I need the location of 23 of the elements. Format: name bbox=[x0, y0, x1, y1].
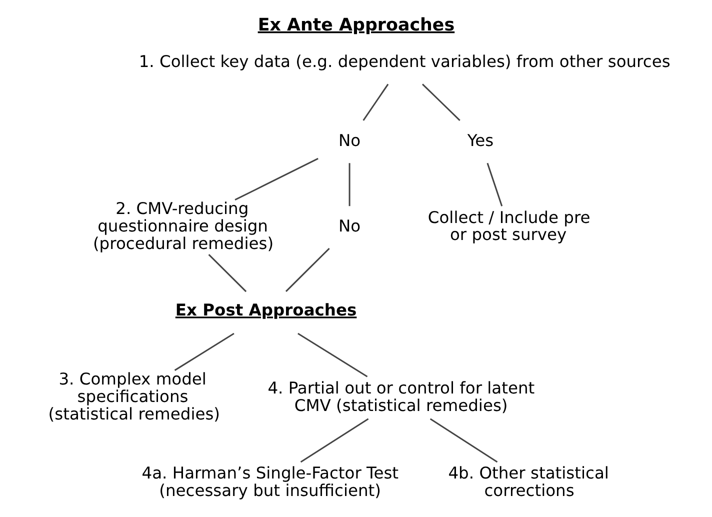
node-text: 3. Complex model specifications (statistical remedies) bbox=[48, 370, 220, 424]
node-text: 2. CMV-reducing questionnaire design (procedural remedies) bbox=[92, 199, 274, 253]
connector bbox=[422, 84, 460, 121]
connector bbox=[429, 418, 498, 463]
connector bbox=[234, 158, 318, 201]
connector bbox=[284, 248, 330, 292]
node-text: 1. Collect key data (e.g. dependent variables) from other sources bbox=[138, 52, 670, 72]
connector bbox=[486, 162, 502, 206]
node-text: 4a. Harman’s Single-Factor Test (necessary but insufficient) bbox=[141, 464, 398, 500]
connector bbox=[208, 254, 246, 292]
connector bbox=[174, 332, 234, 371]
node-text: Yes bbox=[466, 131, 494, 150]
connector bbox=[348, 163, 350, 206]
connector bbox=[297, 332, 368, 378]
node-text: Ex Post Approaches bbox=[174, 300, 356, 320]
diagram-title: Ex Ante Approaches bbox=[257, 15, 454, 36]
connector bbox=[300, 418, 368, 463]
node-text: No bbox=[338, 216, 360, 236]
node-text: 4. Partial out or control for latent CMV (statistical remedies) bbox=[267, 378, 534, 415]
node-text: Collect / Include pre or post survey bbox=[427, 208, 590, 244]
node-text: No bbox=[338, 131, 360, 150]
node-text: 4b. Other statistical corrections bbox=[448, 464, 608, 500]
connector bbox=[362, 84, 388, 121]
